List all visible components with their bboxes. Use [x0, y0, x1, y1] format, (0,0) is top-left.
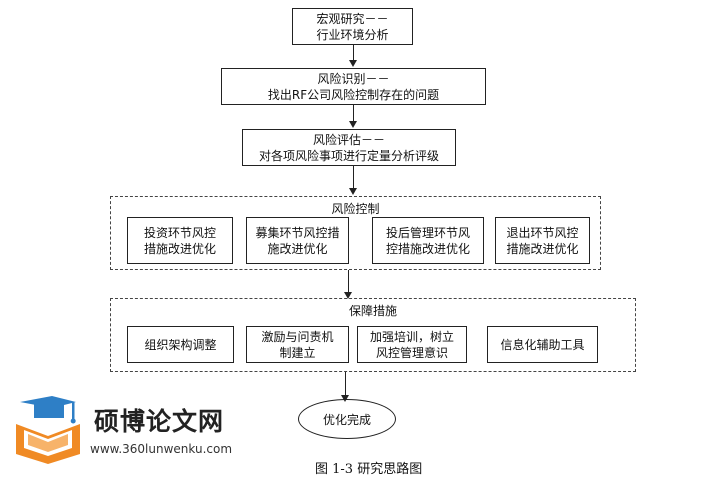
- arrow-5: [341, 372, 349, 402]
- support-item-training: 加强培训，树立 风控管理意识: [357, 326, 467, 363]
- step-assess-line2: 对各项风险事项进行定量分析评级: [258, 148, 439, 163]
- step-risk-identify: 风险识别－－ 找出RF公司风险控制存在的问题: [221, 68, 486, 105]
- risk-control-group: 风险控制: [110, 196, 601, 270]
- support-item-it-tools-line1: 信息化辅助工具: [500, 337, 585, 352]
- control-item-post-invest-line1: 投后管理环节风: [385, 225, 470, 240]
- end-node: 优化完成: [298, 399, 396, 439]
- arrow-1: [349, 45, 357, 67]
- control-item-invest-line1: 投资环节风控: [143, 225, 216, 240]
- step-macro-line1: 宏观研究－－: [316, 11, 389, 26]
- step-macro-line2: 行业环境分析: [316, 27, 389, 42]
- support-item-training-line1: 加强培训，树立: [369, 329, 454, 344]
- control-item-exit: 退出环节风控 措施改进优化: [495, 217, 590, 264]
- control-item-raise-line2: 施改进优化: [267, 241, 328, 256]
- step-assess-line1: 风险评估－－: [312, 132, 385, 147]
- step-macro-research: 宏观研究－－ 行业环境分析: [292, 8, 413, 45]
- control-item-post-invest: 投后管理环节风 控措施改进优化: [372, 217, 484, 264]
- risk-control-title: 风险控制: [331, 202, 380, 216]
- support-title: 保障措施: [348, 304, 397, 318]
- support-item-incentive-line1: 激励与问责机: [261, 329, 334, 344]
- arrow-4: [344, 270, 352, 299]
- control-item-invest: 投资环节风控 措施改进优化: [127, 217, 233, 264]
- support-item-it-tools: 信息化辅助工具: [487, 326, 598, 363]
- step-risk-assess: 风险评估－－ 对各项风险事项进行定量分析评级: [242, 129, 456, 166]
- support-item-incentive: 激励与问责机 制建立: [246, 326, 349, 363]
- step-identify-line1: 风险识别－－: [317, 71, 390, 86]
- arrow-3: [349, 166, 357, 195]
- support-item-incentive-line2: 制建立: [279, 345, 316, 360]
- control-item-exit-line1: 退出环节风控: [506, 225, 579, 240]
- control-item-invest-line2: 措施改进优化: [143, 241, 216, 256]
- watermark-name: 硕博论文网: [94, 407, 225, 436]
- control-item-raise: 募集环节风控措 施改进优化: [246, 217, 349, 264]
- control-item-post-invest-line2: 控措施改进优化: [385, 241, 470, 256]
- watermark-url: www.360lunwenku.com: [90, 442, 233, 456]
- end-node-label: 优化完成: [322, 412, 371, 427]
- support-item-org-line1: 组织架构调整: [144, 337, 217, 352]
- step-identify-line2: 找出RF公司风险控制存在的问题: [267, 87, 440, 102]
- support-item-training-line2: 风控管理意识: [375, 345, 448, 360]
- support-item-org: 组织架构调整: [127, 326, 234, 363]
- support-group: 保障措施: [110, 298, 636, 372]
- control-item-raise-line1: 募集环节风控措: [255, 225, 340, 240]
- arrow-2: [349, 105, 357, 128]
- graduation-cap-logo-icon: [16, 396, 80, 464]
- figure-caption: 图 1-3 研究思路图: [315, 462, 423, 477]
- control-item-exit-line2: 措施改进优化: [506, 241, 579, 256]
